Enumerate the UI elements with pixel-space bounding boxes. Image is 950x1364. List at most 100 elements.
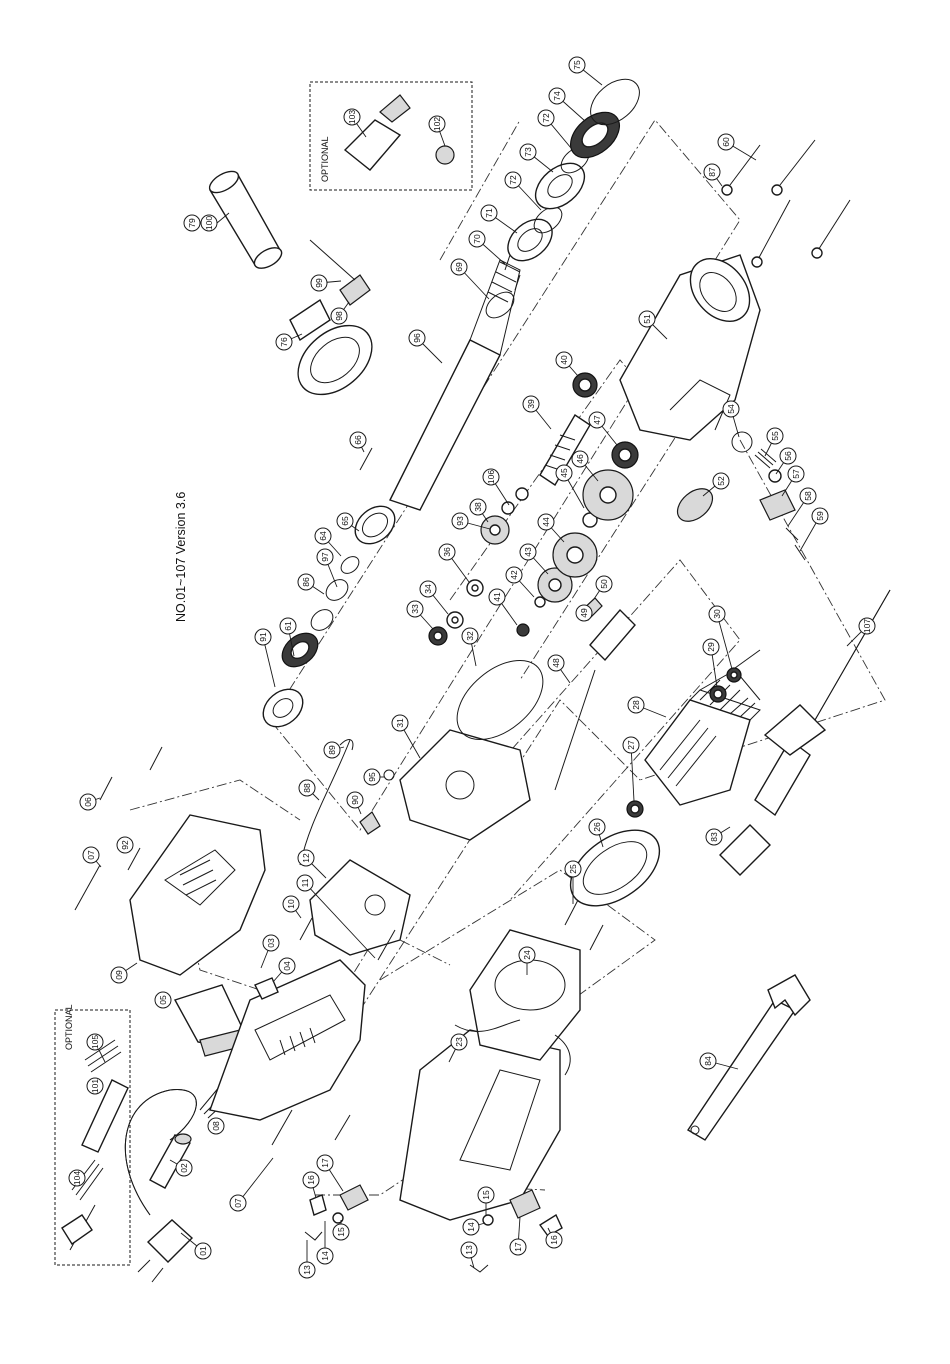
svg-text:02: 02 [179,1163,189,1173]
svg-text:72: 72 [541,113,551,123]
svg-text:64: 64 [318,531,328,541]
part-label-95: 95 [363,768,384,786]
part-label-72a: 72 [504,171,542,211]
svg-text:95: 95 [367,772,377,782]
svg-text:89: 89 [327,745,337,755]
svg-text:90: 90 [350,795,360,805]
part-label-43: 43 [519,543,549,575]
svg-text:106: 106 [486,470,496,484]
svg-text:16: 16 [306,1175,316,1185]
part-label-07b: 07 [229,1157,274,1212]
svg-text:07: 07 [86,850,96,860]
part-labels: 01 02 03 04 05 06 07 07 08 09 10 11 12 1… [68,56,876,1279]
version-label: NO.01~107 Version 3.6 [174,492,188,622]
part-label-30: 30 [708,605,733,670]
svg-text:26: 26 [592,822,602,832]
svg-text:76: 76 [279,337,289,347]
part-label-64: 64 [314,527,342,557]
svg-text:11: 11 [300,878,310,887]
part-label-93: 93 [451,512,491,530]
svg-text:03: 03 [266,938,276,948]
svg-text:97: 97 [320,552,330,562]
svg-text:30: 30 [712,609,722,619]
svg-text:39: 39 [526,399,536,409]
part-label-88: 88 [298,779,320,801]
part-label-89: 89 [323,741,345,759]
svg-text:71: 71 [484,208,494,218]
svg-text:58: 58 [803,491,813,501]
part-label-29: 29 [702,638,720,688]
svg-text:56: 56 [783,451,793,461]
svg-text:101: 101 [90,1079,100,1093]
svg-text:05: 05 [158,995,168,1005]
svg-text:48: 48 [551,658,561,668]
svg-text:103: 103 [347,110,357,124]
svg-text:57: 57 [791,469,801,479]
part-label-25: 25 [564,860,582,904]
svg-text:44: 44 [541,517,551,527]
svg-text:79: 79 [187,218,197,228]
part-label-70: 70 [468,230,506,265]
part-label-101: 101 [86,1077,104,1095]
part-label-06: 06 [79,793,101,811]
part-label-92: 92 [116,836,134,854]
svg-text:105: 105 [90,1035,100,1049]
svg-text:07: 07 [233,1198,243,1208]
part-label-15a: 15 [332,1220,350,1241]
part-label-100: 100 [200,212,230,232]
part-label-05: 05 [154,991,172,1009]
optional-box-cord-label: OPTIONAL [64,1004,74,1050]
part-label-91: 91 [254,628,276,688]
svg-text:100: 100 [204,216,214,230]
svg-text:29: 29 [706,642,716,652]
svg-text:46: 46 [575,454,585,464]
part-label-40: 40 [555,351,579,377]
svg-text:23: 23 [454,1037,464,1047]
part-label-105: 105 [86,1033,106,1063]
part-label-104: 104 [68,1169,86,1187]
svg-text:59: 59 [815,511,825,521]
svg-text:91: 91 [258,632,268,642]
part-label-59: 59 [799,507,829,552]
part-label-16a: 16 [302,1171,320,1199]
part-label-34: 34 [419,580,449,615]
svg-text:13: 13 [464,1245,474,1255]
svg-text:73: 73 [523,147,533,157]
svg-text:54: 54 [726,404,736,414]
svg-text:04: 04 [282,961,292,971]
svg-text:83: 83 [709,832,719,842]
svg-text:50: 50 [599,579,609,589]
svg-text:15: 15 [481,1190,491,1200]
svg-text:38: 38 [473,502,483,512]
part-label-84: 84 [699,1052,739,1070]
part-label-13a: 13 [298,1240,316,1279]
part-label-96: 96 [408,329,443,364]
svg-text:104: 104 [72,1171,82,1185]
svg-text:93: 93 [455,516,465,526]
svg-text:24: 24 [522,950,532,960]
part-label-46: 46 [571,450,599,482]
part-label-90: 90 [346,791,364,815]
part-label-36: 36 [438,543,470,583]
part-label-61: 61 [279,617,297,657]
part-label-23: 23 [448,1033,468,1063]
part-label-49: 49 [575,604,593,622]
svg-text:51: 51 [642,314,652,324]
part-label-01: 01 [180,1232,212,1260]
svg-text:32: 32 [465,631,475,641]
svg-text:52: 52 [716,476,726,486]
part-label-27: 27 [622,736,640,802]
part-label-55: 55 [764,427,784,457]
part-label-54: 54 [722,400,740,438]
svg-text:45: 45 [559,468,569,478]
part-label-99: 99 [310,274,342,292]
svg-text:43: 43 [523,547,533,557]
part-label-02: 02 [169,1159,193,1177]
svg-text:14: 14 [320,1251,330,1261]
part-label-11: 11 [296,874,376,959]
part-label-48: 48 [547,654,571,684]
svg-text:107: 107 [862,619,872,633]
part-label-71: 71 [480,204,518,234]
part-label-51: 51 [638,310,668,340]
